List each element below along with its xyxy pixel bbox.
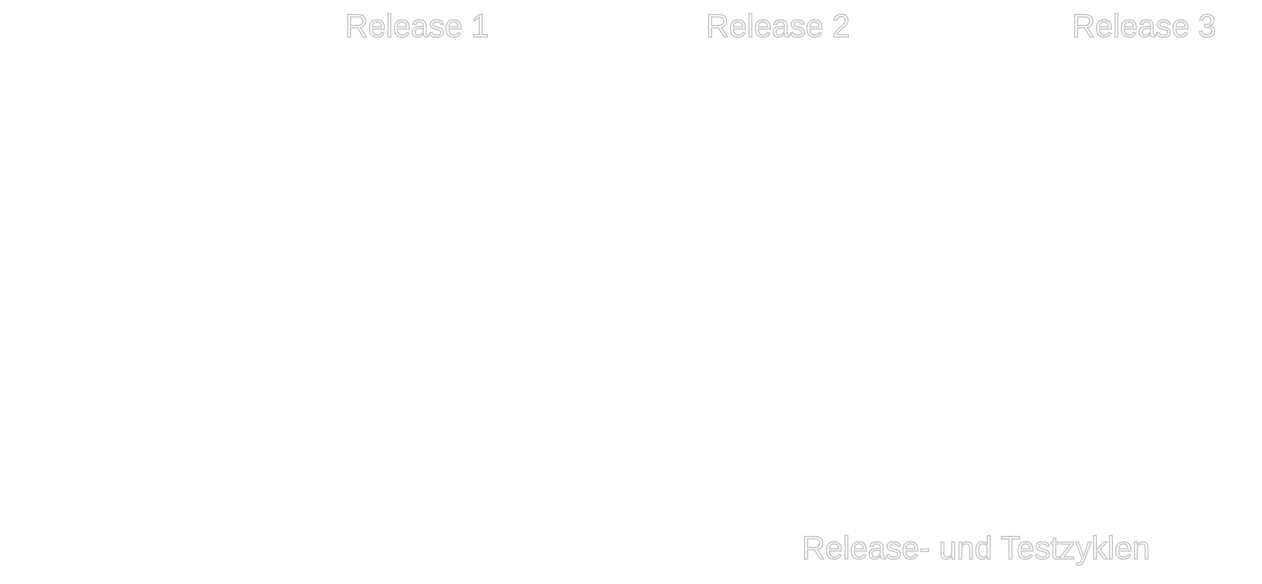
release-2-label: Release 2 [705,8,851,44]
diagram-caption: Release- und Testzyklen [801,530,1151,566]
release-1-label: Release 1 [344,8,490,44]
release-3-label: Release 3 [1071,8,1217,44]
